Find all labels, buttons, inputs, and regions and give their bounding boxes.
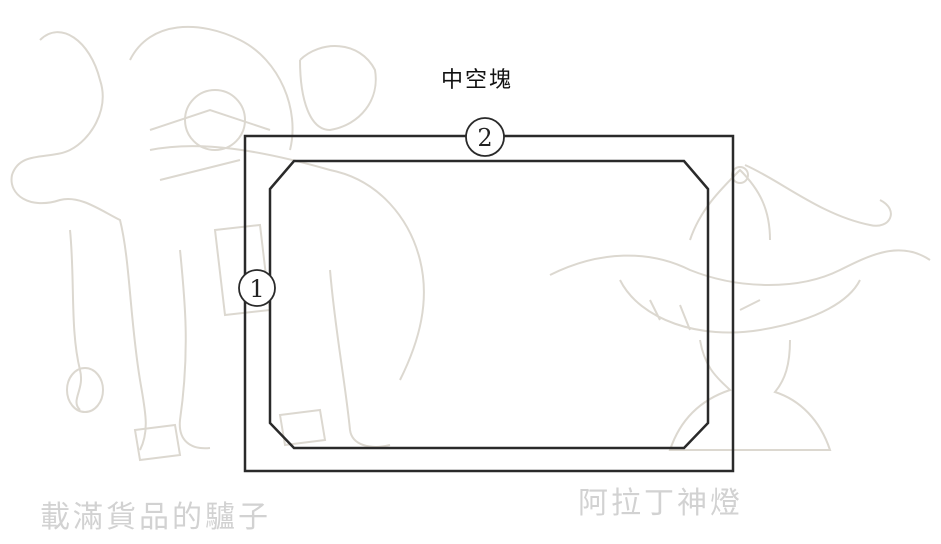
diagram-title: 中空塊: [441, 68, 514, 93]
caption-donkey: 載滿貨品的驢子: [40, 500, 271, 535]
caption-lamp: 阿拉丁神燈: [578, 486, 743, 521]
marker-2: 2: [465, 117, 505, 157]
donkey-sketch: [10, 25, 425, 462]
outer-rectangle: [243, 134, 735, 473]
inner-chamfered-rectangle: [268, 159, 710, 450]
marker-1-label: 1: [249, 275, 264, 303]
marker-1: 1: [238, 269, 276, 307]
lamp-sketch: [549, 164, 931, 451]
marker-2-label: 2: [477, 124, 492, 152]
